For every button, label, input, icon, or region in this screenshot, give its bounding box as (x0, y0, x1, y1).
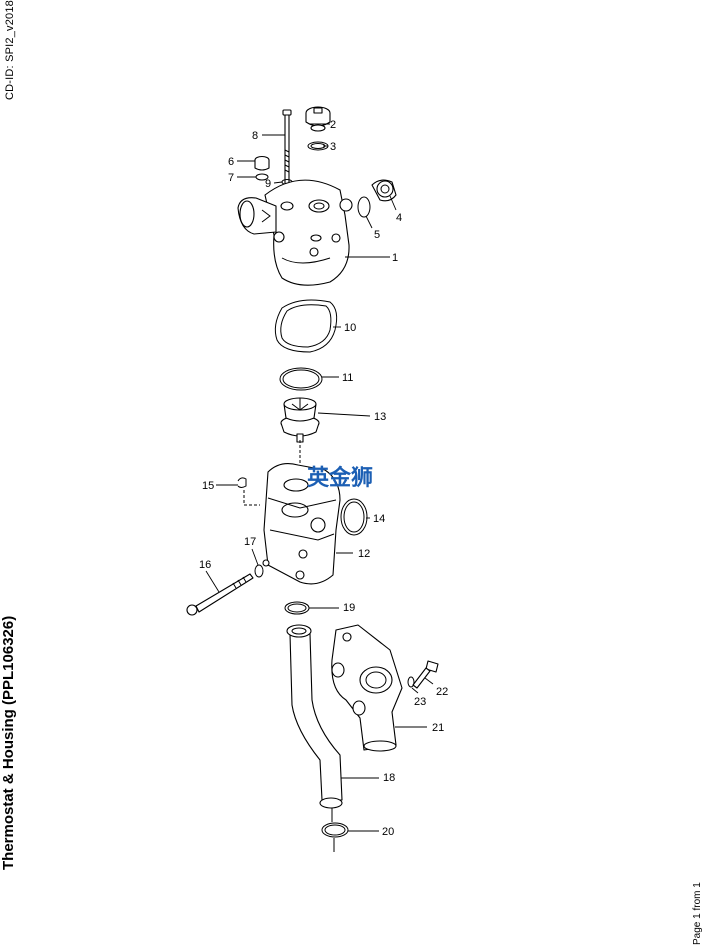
part-6-plug[interactable] (254, 155, 270, 171)
callout-1: 1 (392, 252, 398, 264)
part-19-o-ring[interactable] (284, 601, 310, 615)
callout-7: 7 (228, 172, 234, 184)
callout-18: 18 (383, 772, 395, 784)
part-18-bypass-pipe[interactable] (286, 624, 343, 822)
part-1-thermostat-cover[interactable] (237, 179, 353, 286)
part-5-o-ring[interactable] (357, 196, 371, 218)
callout-11: 11 (342, 372, 353, 384)
callout-9: 9 (265, 178, 271, 190)
callout-2: 2 (330, 119, 336, 131)
callout-4: 4 (396, 212, 402, 224)
callout-23: 23 (414, 696, 426, 708)
part-4-plug[interactable] (371, 179, 397, 202)
callout-8: 8 (252, 130, 258, 142)
callout-5: 5 (374, 229, 380, 241)
callout-15: 15 (202, 480, 214, 492)
callout-leaders (205, 123, 434, 832)
callout-6: 6 (228, 156, 234, 168)
callout-13: 13 (374, 411, 386, 423)
callout-3: 3 (330, 141, 336, 153)
callout-17: 17 (244, 536, 256, 548)
part-22-bolt[interactable] (412, 660, 439, 689)
callout-12: 12 (358, 548, 370, 560)
callout-16: 16 (199, 559, 211, 571)
part-12-thermostat-housing[interactable] (243, 440, 341, 585)
watermark-text: 英金狮 (307, 465, 373, 491)
callout-22: 22 (436, 686, 448, 698)
part-20-o-ring[interactable] (321, 822, 349, 852)
part-21-outlet-elbow[interactable] (331, 624, 403, 752)
part-2-plug[interactable] (305, 106, 331, 132)
part-10-gasket[interactable] (274, 299, 338, 353)
part-14-o-ring[interactable] (340, 498, 368, 536)
part-17-washer[interactable] (254, 564, 264, 578)
callout-numbers: 1 2 3 4 5 6 7 8 9 10 11 12 13 14 15 16 1… (199, 119, 448, 838)
part-23-washer[interactable] (407, 676, 415, 688)
callout-14: 14 (373, 513, 385, 525)
part-11-sealing-ring[interactable] (279, 367, 323, 391)
callout-21: 21 (432, 722, 444, 734)
callout-10: 10 (344, 322, 356, 334)
part-16-long-bolt[interactable] (186, 573, 254, 616)
callout-19: 19 (343, 602, 355, 614)
callout-20: 20 (382, 826, 394, 838)
part-15-clip[interactable] (237, 477, 247, 488)
part-13-thermostat[interactable] (280, 397, 320, 443)
